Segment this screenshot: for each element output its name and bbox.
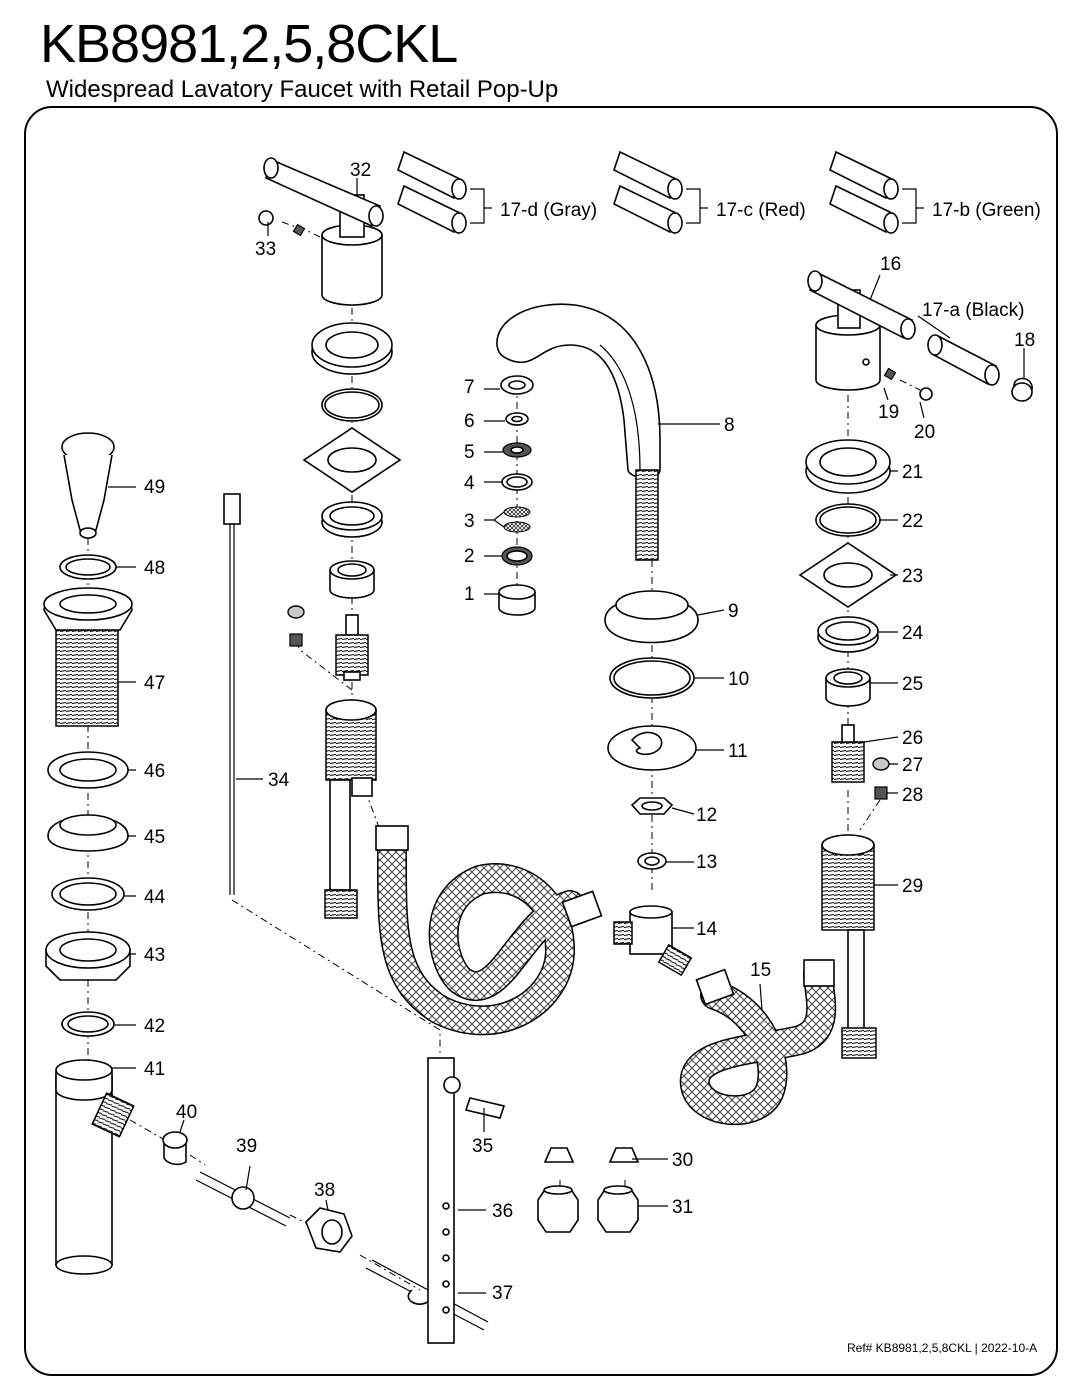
right-escutcheon-stack xyxy=(798,439,898,707)
callout-17d: 17-d (Gray) xyxy=(500,200,597,221)
callout-42: 42 xyxy=(144,1016,165,1037)
callout-11: 11 xyxy=(728,741,748,762)
callout-6: 6 xyxy=(464,411,475,432)
callout-14: 14 xyxy=(696,919,718,940)
callout-36: 36 xyxy=(492,1201,513,1222)
screws-parts-19-20 xyxy=(883,367,933,401)
compression-parts-30-31 xyxy=(537,1147,640,1233)
callout-31: 31 xyxy=(672,1197,693,1218)
callout-10: 10 xyxy=(728,669,749,690)
callout-27: 27 xyxy=(902,755,923,776)
callout-4: 4 xyxy=(464,473,475,494)
tailpiece-part-41 xyxy=(55,1059,135,1275)
callout-38: 38 xyxy=(314,1180,335,1201)
model-description: Widespread Lavatory Faucet with Retail P… xyxy=(46,76,559,103)
callout-39: 39 xyxy=(236,1136,257,1157)
callout-17a: 17-a (Black) xyxy=(922,300,1024,321)
drain-body-part-47 xyxy=(43,587,133,727)
callout-12: 12 xyxy=(696,805,717,826)
callout-13: 13 xyxy=(696,852,717,873)
callout-9: 9 xyxy=(728,601,739,622)
handle-kit-green xyxy=(829,150,924,234)
spout-part-8 xyxy=(496,303,661,561)
callout-40: 40 xyxy=(176,1102,197,1123)
callout-5: 5 xyxy=(464,442,475,463)
callout-29: 29 xyxy=(902,876,923,897)
callout-24: 24 xyxy=(902,623,924,644)
reference-number: Ref# KB8981,2,5,8CKL | 2022-10-A xyxy=(847,1341,1037,1355)
callout-45: 45 xyxy=(144,827,165,848)
drain-washers-parts-42-48 xyxy=(47,554,129,1037)
callout-3: 3 xyxy=(464,511,475,532)
callout-43: 43 xyxy=(144,945,165,966)
left-hose xyxy=(375,825,603,1036)
right-hose-part-15 xyxy=(679,959,837,1125)
right-seat-spring-parts-27-28 xyxy=(872,757,890,800)
callout-34: 34 xyxy=(268,770,290,791)
callout-7: 7 xyxy=(464,377,475,398)
callout-19: 19 xyxy=(878,402,899,423)
left-cartridge xyxy=(335,614,369,681)
callout-35: 35 xyxy=(472,1136,493,1157)
callout-22: 22 xyxy=(902,511,923,532)
callout-32: 32 xyxy=(350,160,371,181)
model-title: KB8981,2,5,8CKL xyxy=(40,14,458,74)
callout-labels: 32 33 17-d (Gray) 17-c (Red) 17-b (Green… xyxy=(144,160,1041,1304)
callout-20: 20 xyxy=(914,422,935,443)
handle-kit-gray xyxy=(397,150,492,234)
strap-part-36 xyxy=(427,1057,506,1344)
callout-17c: 17-c (Red) xyxy=(716,200,806,221)
left-seat-spring xyxy=(287,605,305,647)
set-screw-part-33 xyxy=(258,210,306,237)
drain-flange-part-43 xyxy=(45,931,131,981)
callout-49: 49 xyxy=(144,477,165,498)
aerator-parts xyxy=(498,375,536,616)
diagram-frame xyxy=(24,106,1058,1376)
right-handle-part-16 xyxy=(807,270,916,391)
callout-17b: 17-b (Green) xyxy=(932,200,1041,221)
callout-2: 2 xyxy=(464,546,475,567)
callout-8: 8 xyxy=(724,415,735,436)
right-valve-body-part-29 xyxy=(821,834,877,1059)
drain-plug-part-49 xyxy=(61,432,115,539)
handle-color-kits xyxy=(397,150,924,234)
handle-kit-red xyxy=(613,150,708,234)
callout-30: 30 xyxy=(672,1150,693,1171)
tee-connector-part-14 xyxy=(613,905,693,977)
callout-47: 47 xyxy=(144,673,165,694)
leader-lines xyxy=(108,178,1025,1294)
callout-28: 28 xyxy=(902,785,923,806)
callout-41: 41 xyxy=(144,1059,165,1080)
callout-26: 26 xyxy=(902,728,923,749)
callout-15: 15 xyxy=(750,960,771,981)
spout-mounting-stack xyxy=(604,590,699,870)
handle-lever-part-17-a xyxy=(927,334,1000,386)
right-cartridge-part-26 xyxy=(831,724,865,783)
end-cap-part-18 xyxy=(1011,377,1033,402)
callout-16: 16 xyxy=(880,254,901,275)
callout-25: 25 xyxy=(902,674,923,695)
callout-1: 1 xyxy=(464,584,475,605)
callout-48: 48 xyxy=(144,558,165,579)
callout-23: 23 xyxy=(902,566,923,587)
callout-46: 46 xyxy=(144,761,165,782)
callout-18: 18 xyxy=(1014,330,1035,351)
callout-21: 21 xyxy=(902,462,923,483)
left-valve-body xyxy=(324,699,377,919)
left-handle-part-32 xyxy=(263,157,384,306)
callout-44: 44 xyxy=(144,887,166,908)
callout-37: 37 xyxy=(492,1283,513,1304)
callout-33: 33 xyxy=(255,239,276,260)
lift-rod-part-34 xyxy=(223,493,241,895)
left-escutcheon-stack xyxy=(302,322,402,599)
